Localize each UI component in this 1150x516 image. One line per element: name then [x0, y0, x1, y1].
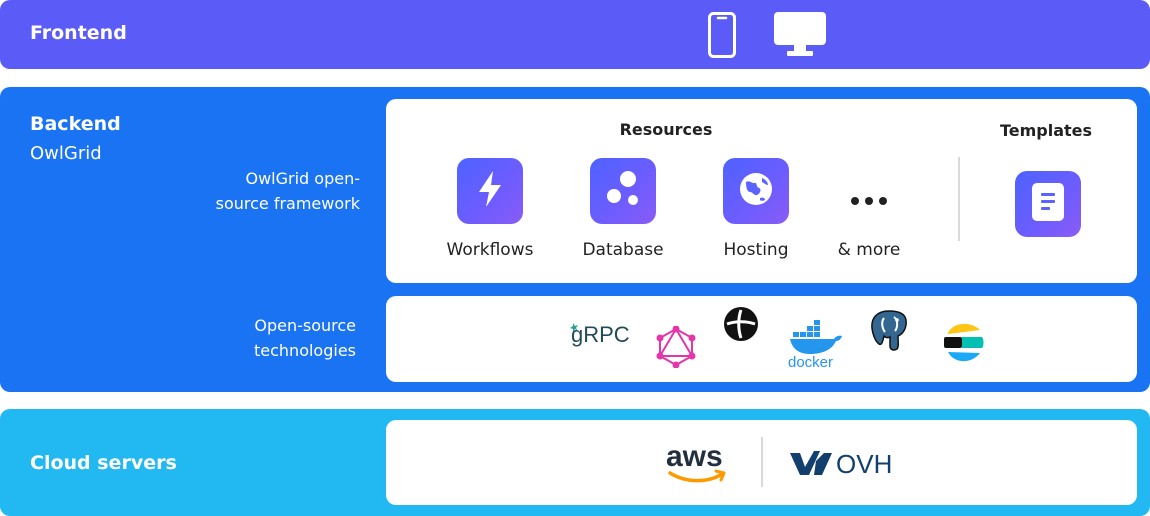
svg-text:docker: docker: [788, 354, 833, 370]
database-tile[interactable]: [590, 158, 656, 224]
svg-text:gRPC: gRPC: [571, 322, 630, 347]
globe-icon: [737, 170, 775, 212]
cloud-providers-card: aws OVH: [386, 420, 1137, 505]
circles-icon: [603, 169, 643, 213]
opensource-label: Open-source technologies: [160, 313, 356, 363]
desktop-monitor-icon: [773, 11, 827, 61]
framework-label-line-1: OwlGrid open-: [245, 169, 361, 188]
workflows-tile[interactable]: [457, 158, 523, 224]
hosting-tile[interactable]: [723, 158, 789, 224]
elastic-logo: [942, 320, 986, 370]
lightning-bolt-icon: [474, 169, 506, 213]
backend-layer: Backend OwlGrid OwlGrid open- source fra…: [0, 87, 1150, 392]
database-label: Database: [582, 240, 664, 260]
phone-icon: [707, 11, 737, 63]
svg-text:OVH: OVH: [836, 449, 892, 479]
resources-title: Resources: [619, 120, 713, 139]
ellipsis-icon: [850, 191, 888, 210]
ovh-logo: OVH: [788, 447, 900, 487]
aws-logo: aws: [664, 438, 734, 492]
opensource-label-line-2: technologies: [254, 341, 356, 360]
backend-title: Backend: [30, 113, 121, 135]
cloud-title: Cloud servers: [30, 452, 177, 474]
graphql-logo: [656, 325, 696, 372]
framework-card: Resources Templates Workflows Database: [386, 99, 1137, 283]
framework-label-line-2: source framework: [215, 194, 360, 213]
svg-text:aws: aws: [666, 440, 723, 473]
resources-divider: [958, 157, 960, 241]
cloud-layer: Cloud servers aws OVH: [0, 409, 1150, 516]
framework-label: OwlGrid open- source framework: [160, 166, 360, 216]
frontend-layer: Frontend: [0, 0, 1150, 69]
docker-logo: docker: [786, 320, 846, 374]
document-icon: [1031, 182, 1065, 226]
templates-tile[interactable]: [1015, 171, 1081, 237]
workflows-label: Workflows: [446, 240, 534, 260]
providers-divider: [761, 437, 763, 487]
grpc-logo: gRPC: [569, 320, 639, 354]
opensource-label-line-1: Open-source: [254, 316, 356, 335]
postgresql-logo: [867, 308, 911, 356]
frontend-title: Frontend: [30, 22, 127, 44]
hosting-label: Hosting: [723, 240, 789, 260]
templates-title: Templates: [999, 121, 1093, 140]
technologies-card: gRPC: [386, 296, 1137, 382]
backend-subtitle: OwlGrid: [30, 143, 102, 164]
crosshair-logo: [723, 306, 759, 346]
more-label: & more: [837, 240, 901, 260]
